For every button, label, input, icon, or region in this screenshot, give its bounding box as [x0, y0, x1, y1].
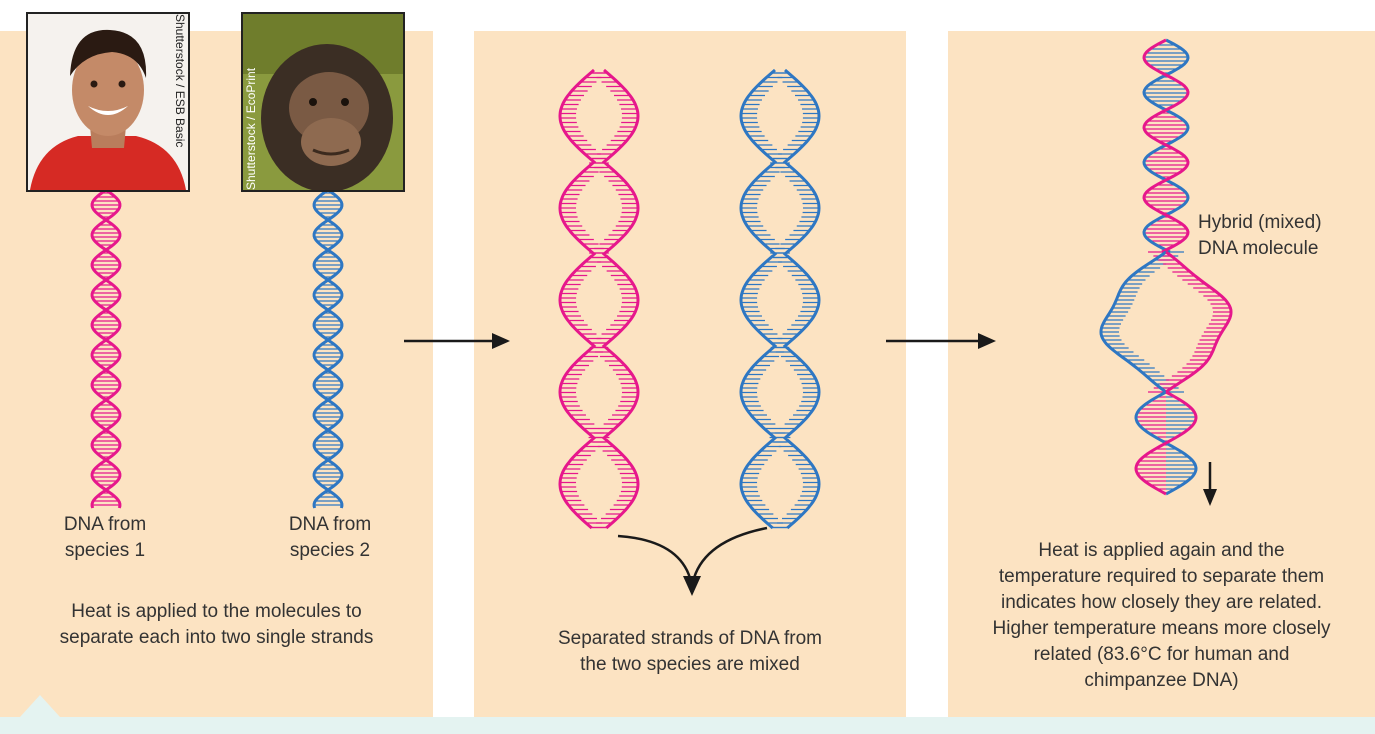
human-photo-credit: Shutterstock / ESB Basic	[173, 14, 187, 148]
step-3-caption-line-2: temperature required to separate them	[998, 566, 1325, 587]
species-1-label-line-1: DNA from	[63, 514, 147, 535]
step-3-caption: Heat is applied again and the temperatur…	[958, 538, 1365, 694]
arrow-step1-to-step2	[404, 333, 510, 349]
hybrid-label-line-2: DNA molecule	[1198, 238, 1319, 259]
chimpanzee-photo-credit: Shutterstock / EcoPrint	[244, 67, 258, 190]
mixing-arrow	[617, 526, 768, 596]
step-3-caption-line-5: related (83.6°C for human and	[1033, 644, 1290, 665]
species-1-separated-strands	[558, 68, 640, 530]
step-2-panel	[474, 31, 906, 721]
human-photo: Shutterstock / ESB Basic	[26, 12, 190, 192]
species-2-double-helix	[312, 188, 344, 509]
hybrid-blue-strand-open	[1099, 250, 1167, 394]
down-arrow	[1203, 462, 1217, 506]
arrow-step2-to-step3	[886, 333, 996, 349]
species-1-helix-strand-a	[90, 188, 122, 509]
hybrid-pink-strand-top	[1142, 38, 1190, 254]
step-3-caption-line-1: Heat is applied again and the	[1038, 540, 1285, 561]
chimpanzee-photo: Shutterstock / EcoPrint	[241, 12, 405, 192]
species-2-strand-right-backbone	[782, 68, 821, 530]
step-1-caption-line-2: separate each into two single strands	[59, 627, 374, 648]
step-1-caption-line-1: Heat is applied to the molecules to	[71, 601, 362, 622]
chimpanzee-portrait-image	[243, 14, 403, 190]
hybrid-label: Hybrid (mixed) DNA molecule	[1198, 210, 1358, 262]
step-2-caption: Separated strands of DNA from the two sp…	[484, 626, 896, 678]
step-3-caption-line-3: indicates how closely they are related.	[1000, 592, 1323, 613]
step-3-caption-line-4: Higher temperature means more closely	[992, 618, 1331, 639]
human-portrait-image	[28, 14, 188, 190]
species-1-double-helix	[90, 188, 122, 509]
step-2-caption-line-2: the two species are mixed	[580, 654, 800, 675]
species-2-helix-strand-a	[312, 188, 344, 509]
hybrid-label-line-1: Hybrid (mixed)	[1198, 212, 1322, 233]
hybrid-pink-strand-open	[1165, 250, 1233, 394]
species-1-label-line-2: species 1	[64, 540, 146, 561]
bottom-strip	[0, 717, 1375, 734]
step-1-caption: Heat is applied to the molecules to sepa…	[10, 599, 423, 651]
species-2-separated-strands	[739, 68, 821, 530]
hybrid-dna-molecule	[1099, 38, 1233, 496]
step-2-caption-line-1: Separated strands of DNA from	[557, 628, 822, 649]
species-1-strand-left-backbone	[558, 68, 597, 530]
species-2-label-line-1: DNA from	[288, 514, 372, 535]
hybrid-pink-strand-bottom	[1134, 390, 1198, 496]
species-2-strand-left-backbone	[739, 68, 778, 530]
species-2-label: DNA from species 2	[266, 512, 394, 564]
species-1-strand-right-backbone	[601, 68, 640, 530]
species-1-helix-strand-b	[90, 188, 122, 509]
species-1-label: DNA from species 1	[41, 512, 169, 564]
species-2-helix-strand-b	[312, 188, 344, 509]
step-3-caption-line-6: chimpanzee DNA)	[1084, 670, 1239, 691]
species-2-label-line-2: species 2	[289, 540, 371, 561]
bottom-notch	[20, 695, 60, 717]
